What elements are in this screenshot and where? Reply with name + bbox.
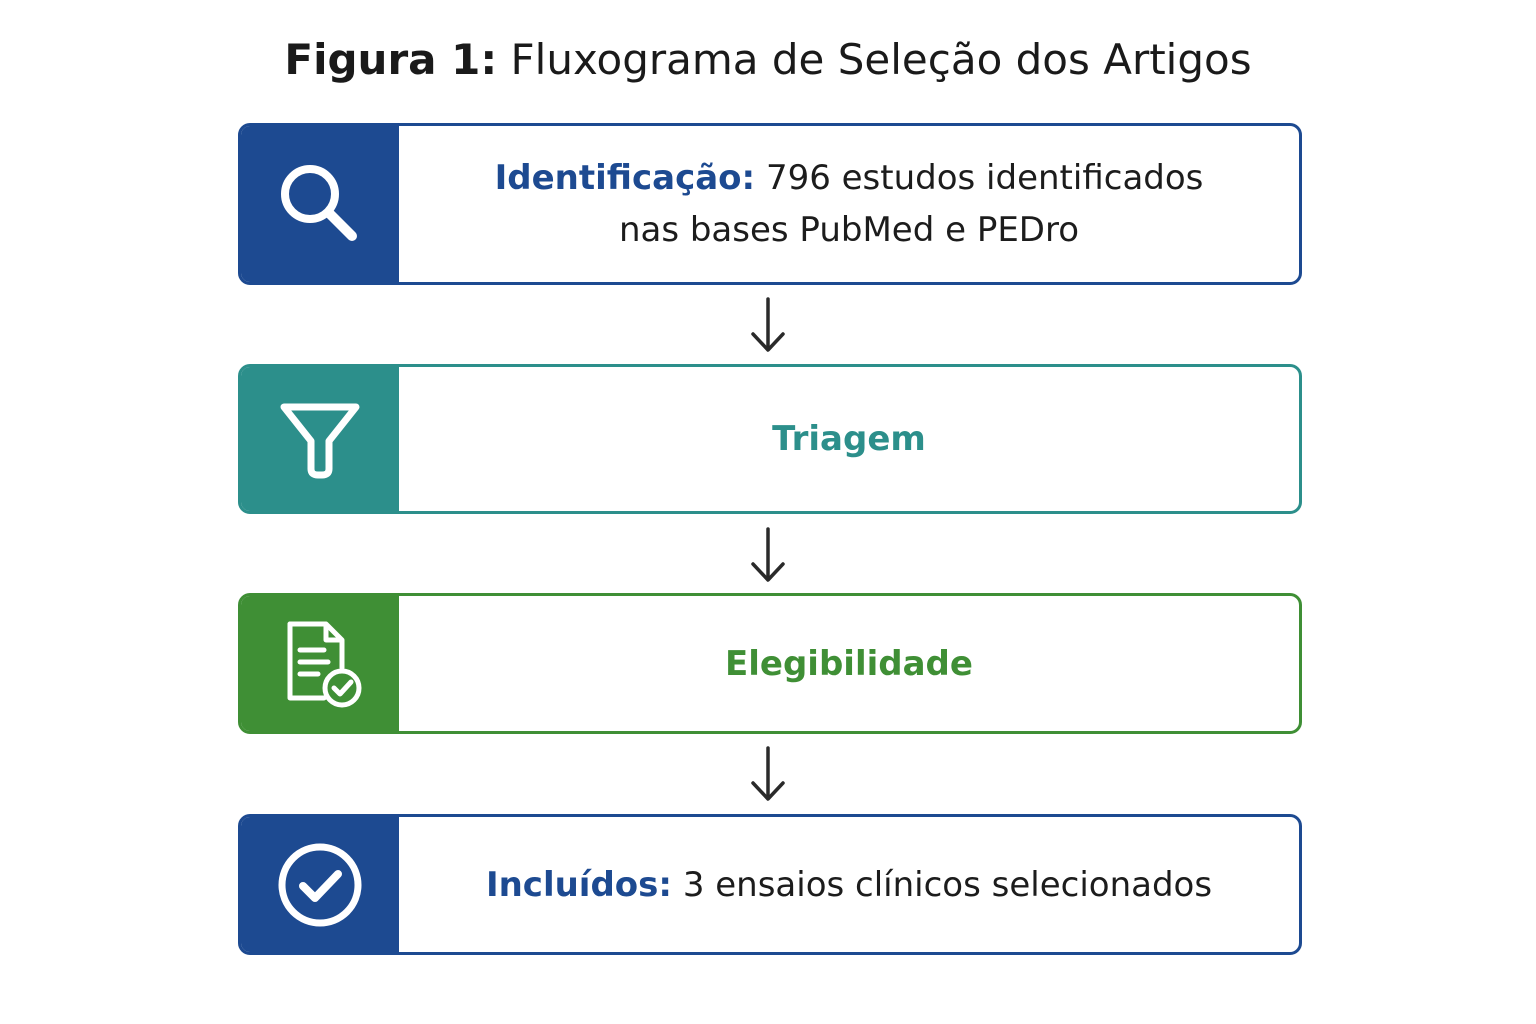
step-screening: Triagem bbox=[238, 364, 1302, 514]
document-check-icon bbox=[287, 621, 362, 707]
arrow-down-icon bbox=[751, 527, 785, 582]
step-eligibility: Elegibilidade bbox=[238, 593, 1302, 734]
arrow-down-icon bbox=[751, 746, 785, 801]
step-identification-text-line1: 796 estudos identificados bbox=[765, 158, 1204, 198]
figure-title-text: Fluxograma de Seleção dos Artigos bbox=[510, 35, 1252, 84]
step-identification-text-line2: nas bases PubMed e PEDro bbox=[618, 210, 1080, 250]
step-eligibility-label: Elegibilidade bbox=[725, 643, 973, 684]
step-included-content: Incluídos: 3 ensaios clínicos selecionad… bbox=[399, 817, 1299, 952]
step-identification-label: Identificação: bbox=[494, 158, 756, 198]
step-screening-icon-panel bbox=[241, 367, 399, 511]
step-identification-icon-panel bbox=[241, 126, 399, 282]
step-screening-content: Triagem bbox=[399, 367, 1299, 511]
step-eligibility-content: Elegibilidade bbox=[399, 596, 1299, 731]
step-identification: Identificação: 796 estudos identificados… bbox=[238, 123, 1302, 285]
step-identification-content: Identificação: 796 estudos identificados… bbox=[399, 126, 1299, 282]
check-circle-icon bbox=[278, 843, 362, 926]
step-eligibility-icon-panel bbox=[241, 596, 399, 731]
funnel-icon bbox=[280, 403, 360, 479]
figure-title: Figura 1: Fluxograma de Seleção dos Arti… bbox=[0, 32, 1536, 88]
arrow-down-icon bbox=[751, 297, 785, 352]
search-icon bbox=[281, 165, 357, 241]
step-included: Incluídos: 3 ensaios clínicos selecionad… bbox=[238, 814, 1302, 955]
step-screening-label: Triagem bbox=[772, 419, 926, 459]
figure-title-label: Figura 1: bbox=[284, 35, 498, 84]
step-included-text: 3 ensaios clínicos selecionados bbox=[682, 864, 1213, 905]
step-included-label: Incluídos: bbox=[485, 864, 672, 905]
step-included-icon-panel bbox=[241, 817, 399, 952]
